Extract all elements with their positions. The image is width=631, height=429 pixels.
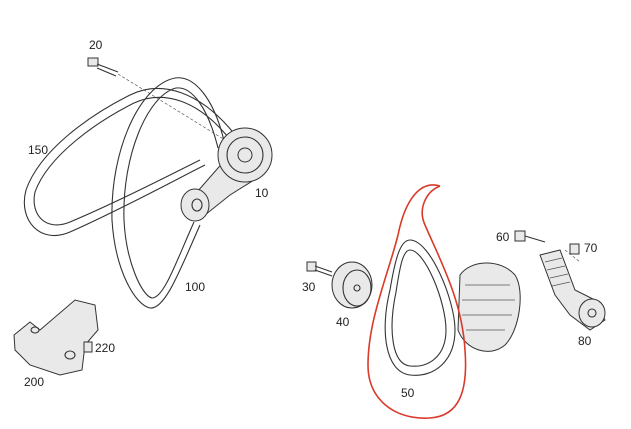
highlight-outline	[367, 184, 467, 419]
bolt-20[interactable]	[87, 57, 226, 141]
label-30: 30	[302, 280, 316, 294]
belt-100[interactable]	[111, 77, 226, 309]
bolt-60[interactable]	[514, 230, 546, 243]
bolt-220	[83, 341, 93, 353]
label-70: 70	[584, 241, 598, 255]
bolt-30[interactable]	[306, 261, 333, 277]
pulley-40[interactable]	[331, 261, 373, 309]
label-20: 20	[89, 38, 103, 52]
alternator[interactable]	[457, 262, 521, 352]
bolt-70[interactable]	[564, 243, 581, 263]
label-220: 220	[95, 341, 115, 355]
tensioner-10[interactable]	[180, 127, 273, 222]
tensioner-80[interactable]	[539, 249, 606, 331]
label-60: 60	[496, 230, 510, 244]
label-50: 50	[401, 386, 415, 400]
label-100: 100	[185, 280, 205, 294]
label-80: 80	[578, 334, 592, 348]
label-10: 10	[255, 186, 269, 200]
label-150: 150	[28, 143, 48, 157]
label-40: 40	[336, 315, 350, 329]
label-200: 200	[24, 375, 44, 389]
belt-50[interactable]	[384, 239, 456, 376]
bracket-200[interactable]	[13, 299, 99, 376]
